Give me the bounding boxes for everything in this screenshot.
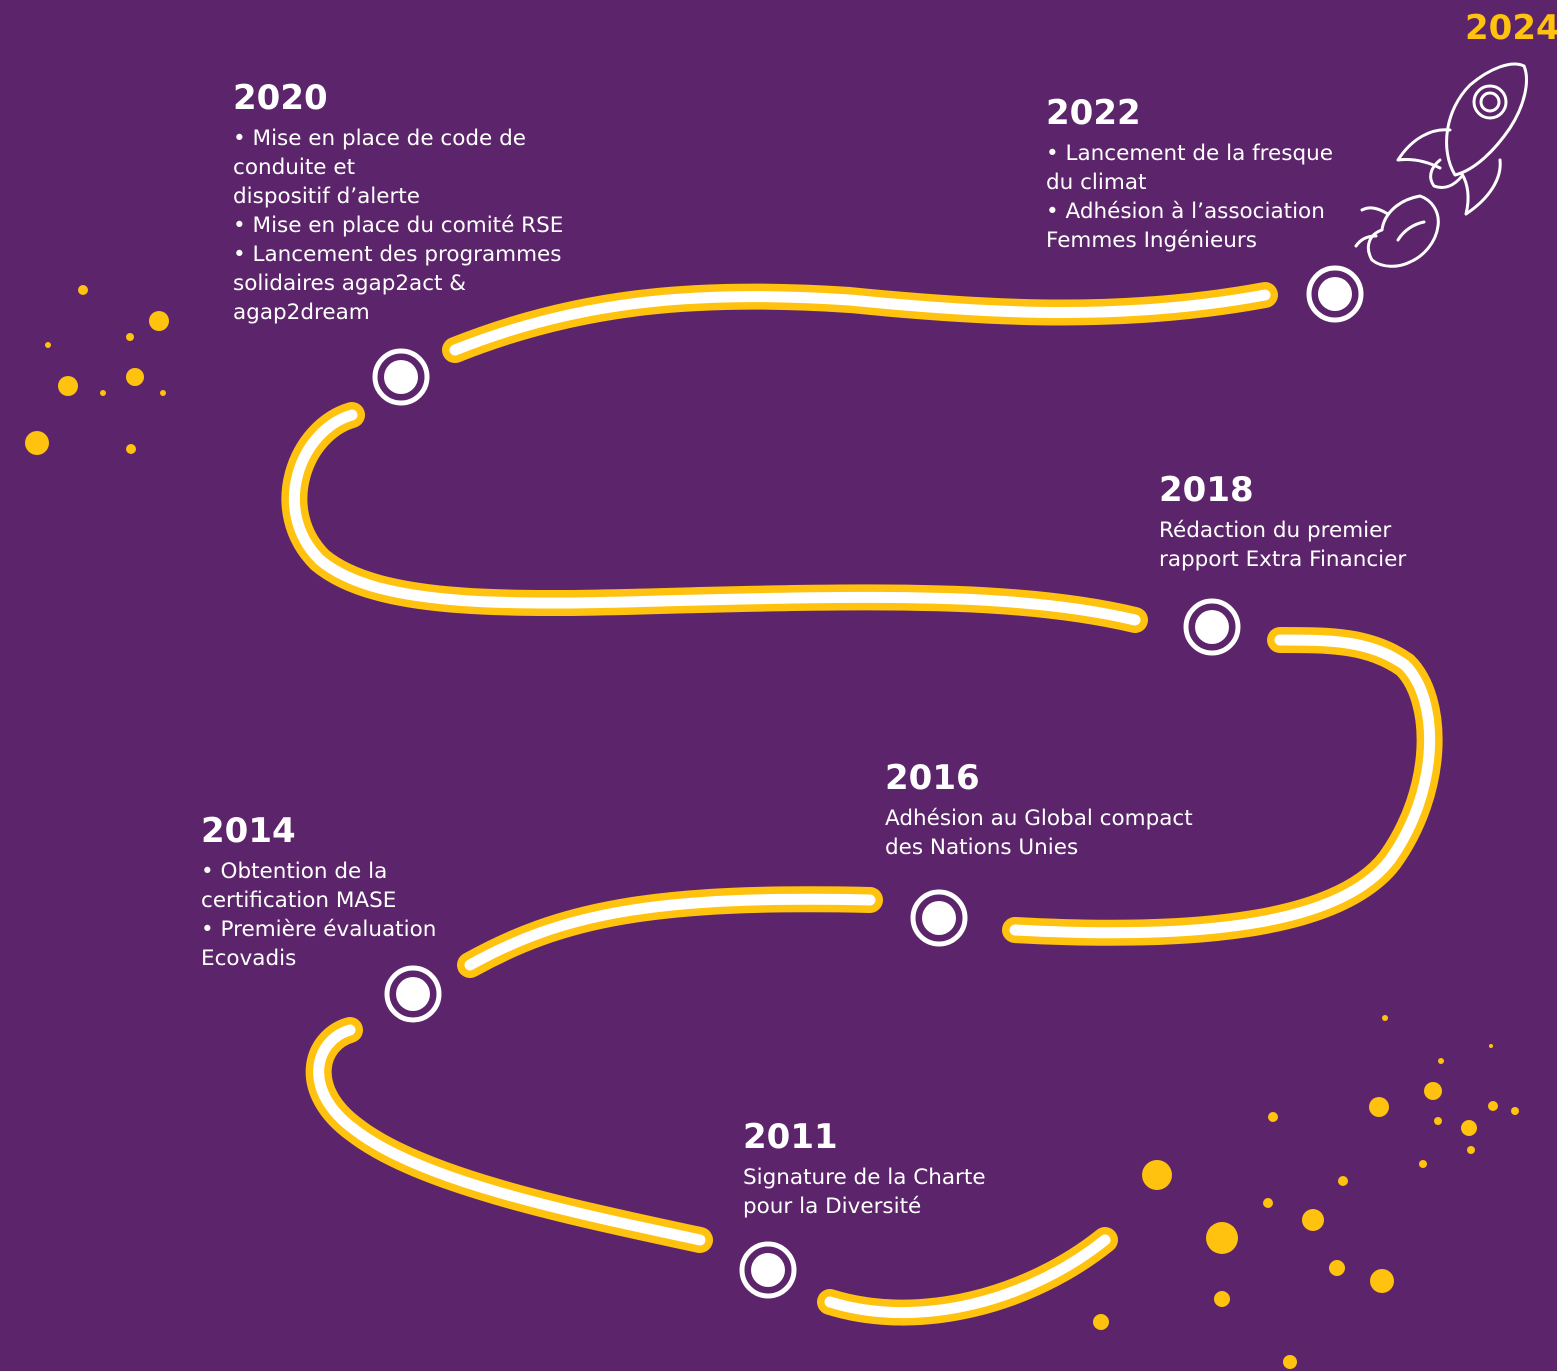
milestone-circle-center bbox=[1195, 610, 1229, 644]
decorative-dot bbox=[149, 311, 169, 331]
milestone-text: Femmes Ingénieurs bbox=[1046, 228, 1257, 253]
milestone-text: Rédaction du premier bbox=[1159, 518, 1392, 543]
road-segment-highlight bbox=[313, 1024, 706, 1246]
milestone-2024: 2024 bbox=[1465, 8, 1557, 54]
decorative-dot bbox=[78, 285, 88, 295]
milestone-markers bbox=[372, 265, 1364, 1299]
timeline-road bbox=[281, 282, 1443, 1326]
decorative-dot bbox=[1434, 1117, 1442, 1125]
decorative-dot bbox=[1302, 1209, 1324, 1231]
milestone-2014: 2014 • Obtention de la certification MAS… bbox=[201, 811, 436, 973]
milestone-year: 2020 bbox=[233, 78, 328, 118]
milestone-text: Signature de la Charte bbox=[743, 1165, 986, 1190]
rocket-icon bbox=[1354, 62, 1528, 268]
decorative-dot bbox=[1424, 1082, 1442, 1100]
decorative-dots bbox=[25, 285, 1519, 1369]
milestone-circle-center bbox=[922, 901, 956, 935]
milestone-text: • Mise en place de code de bbox=[233, 126, 526, 151]
road-segment-highlight bbox=[464, 893, 876, 971]
milestone-year: 2022 bbox=[1046, 93, 1141, 133]
milestone-text: • Obtention de la bbox=[201, 859, 388, 884]
road-segment bbox=[281, 402, 1148, 633]
decorative-dot bbox=[1214, 1291, 1230, 1307]
milestone-year: 2011 bbox=[743, 1117, 838, 1157]
milestone-circle-center bbox=[396, 977, 430, 1011]
milestone-text: • Mise en place du comité RSE bbox=[233, 213, 564, 238]
milestone-text: pour la Diversité bbox=[743, 1194, 922, 1219]
milestone-text: conduite et bbox=[233, 155, 355, 180]
decorative-dot bbox=[45, 342, 51, 348]
road-segment-highlight bbox=[1009, 634, 1436, 939]
milestone-2016: 2016 Adhésion au Global compact des Nati… bbox=[885, 758, 1193, 862]
decorative-dot bbox=[1283, 1355, 1297, 1369]
milestone-text: du climat bbox=[1046, 170, 1147, 195]
decorative-dot bbox=[58, 376, 78, 396]
road-segment-highlight bbox=[289, 409, 1141, 626]
decorative-dot bbox=[1329, 1260, 1345, 1276]
decorative-dot bbox=[1511, 1107, 1519, 1115]
milestone-text: certification MASE bbox=[201, 888, 397, 913]
decorative-dot bbox=[1263, 1198, 1273, 1208]
milestone-text: • Lancement de la fresque bbox=[1046, 141, 1333, 166]
milestone-2011: 2011 Signature de la Charte pour la Dive… bbox=[743, 1117, 986, 1221]
decorative-dot bbox=[1142, 1160, 1172, 1190]
milestone-text: agap2dream bbox=[233, 300, 370, 325]
milestone-text: des Nations Unies bbox=[885, 835, 1079, 860]
milestone-circle-center bbox=[384, 360, 418, 394]
milestone-circle-center bbox=[1318, 277, 1352, 311]
decorative-dot bbox=[126, 444, 136, 454]
decorative-dot bbox=[1268, 1112, 1278, 1122]
road-segment-highlight bbox=[824, 1234, 1111, 1319]
milestone-text: • Lancement des programmes bbox=[233, 242, 562, 267]
milestone-2018: 2018 Rédaction du premier rapport Extra … bbox=[1159, 470, 1406, 574]
decorative-dot bbox=[1489, 1044, 1493, 1048]
road-segment bbox=[305, 1017, 713, 1253]
milestone-year: 2018 bbox=[1159, 470, 1254, 510]
decorative-dot bbox=[1488, 1101, 1498, 1111]
milestone-text: dispositif d’alerte bbox=[233, 184, 420, 209]
milestone-text: • Première évaluation bbox=[201, 917, 437, 942]
decorative-dot bbox=[1370, 1269, 1394, 1293]
milestone-text: • Adhésion à l’association bbox=[1046, 199, 1325, 224]
decorative-dot bbox=[126, 368, 144, 386]
decorative-dot bbox=[1338, 1176, 1348, 1186]
decorative-dot bbox=[100, 390, 106, 396]
decorative-dot bbox=[126, 333, 134, 341]
milestone-text: Adhésion au Global compact bbox=[885, 806, 1193, 831]
milestone-text: rapport Extra Financier bbox=[1159, 547, 1407, 572]
decorative-dot bbox=[1467, 1146, 1475, 1154]
decorative-dot bbox=[25, 431, 49, 455]
decorative-dot bbox=[1461, 1120, 1477, 1136]
decorative-dot bbox=[1419, 1160, 1427, 1168]
decorative-dot bbox=[160, 390, 166, 396]
milestone-text: solidaires agap2act & bbox=[233, 271, 467, 296]
milestone-year: 2014 bbox=[201, 811, 296, 851]
milestone-2020: 2020 • Mise en place de code de conduite… bbox=[233, 78, 563, 327]
milestone-text: Ecovadis bbox=[201, 946, 297, 971]
decorative-dot bbox=[1369, 1097, 1389, 1117]
milestone-circle-center bbox=[751, 1253, 785, 1287]
milestone-2022: 2022 • Lancement de la fresque du climat… bbox=[1046, 93, 1333, 255]
decorative-dot bbox=[1206, 1222, 1238, 1254]
future-year: 2024 bbox=[1465, 8, 1557, 48]
road-segment-highlight bbox=[449, 289, 1271, 356]
milestone-year: 2016 bbox=[885, 758, 980, 798]
decorative-dot bbox=[1438, 1058, 1444, 1064]
decorative-dot bbox=[1382, 1015, 1388, 1021]
decorative-dot bbox=[1093, 1314, 1109, 1330]
